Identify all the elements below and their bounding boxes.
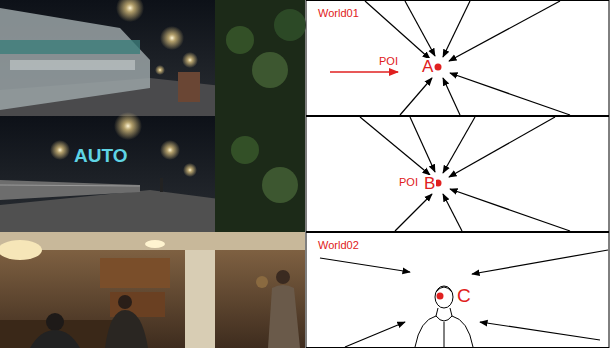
poi-dot (435, 64, 442, 71)
point-label: C (456, 286, 472, 305)
person-figure (415, 286, 473, 347)
photo-street-train (0, 0, 306, 116)
ray-arrows-a (365, 1, 570, 115)
photo-night-road (0, 112, 305, 232)
ray-arrows-b (360, 117, 570, 231)
point-label: A (421, 58, 434, 75)
poi-dot (437, 293, 444, 300)
ray-arrows-c (320, 250, 608, 347)
photo-interior (0, 232, 305, 348)
panel-frames (306, 1, 609, 348)
point-label: B (423, 175, 436, 192)
watermark: AUTO (74, 146, 127, 165)
world-label: World02 (318, 240, 359, 251)
poi-arrow (330, 71, 398, 73)
poi-label: POI (398, 177, 419, 188)
poi-label: POI (378, 56, 399, 67)
world-label: World01 (318, 8, 359, 19)
